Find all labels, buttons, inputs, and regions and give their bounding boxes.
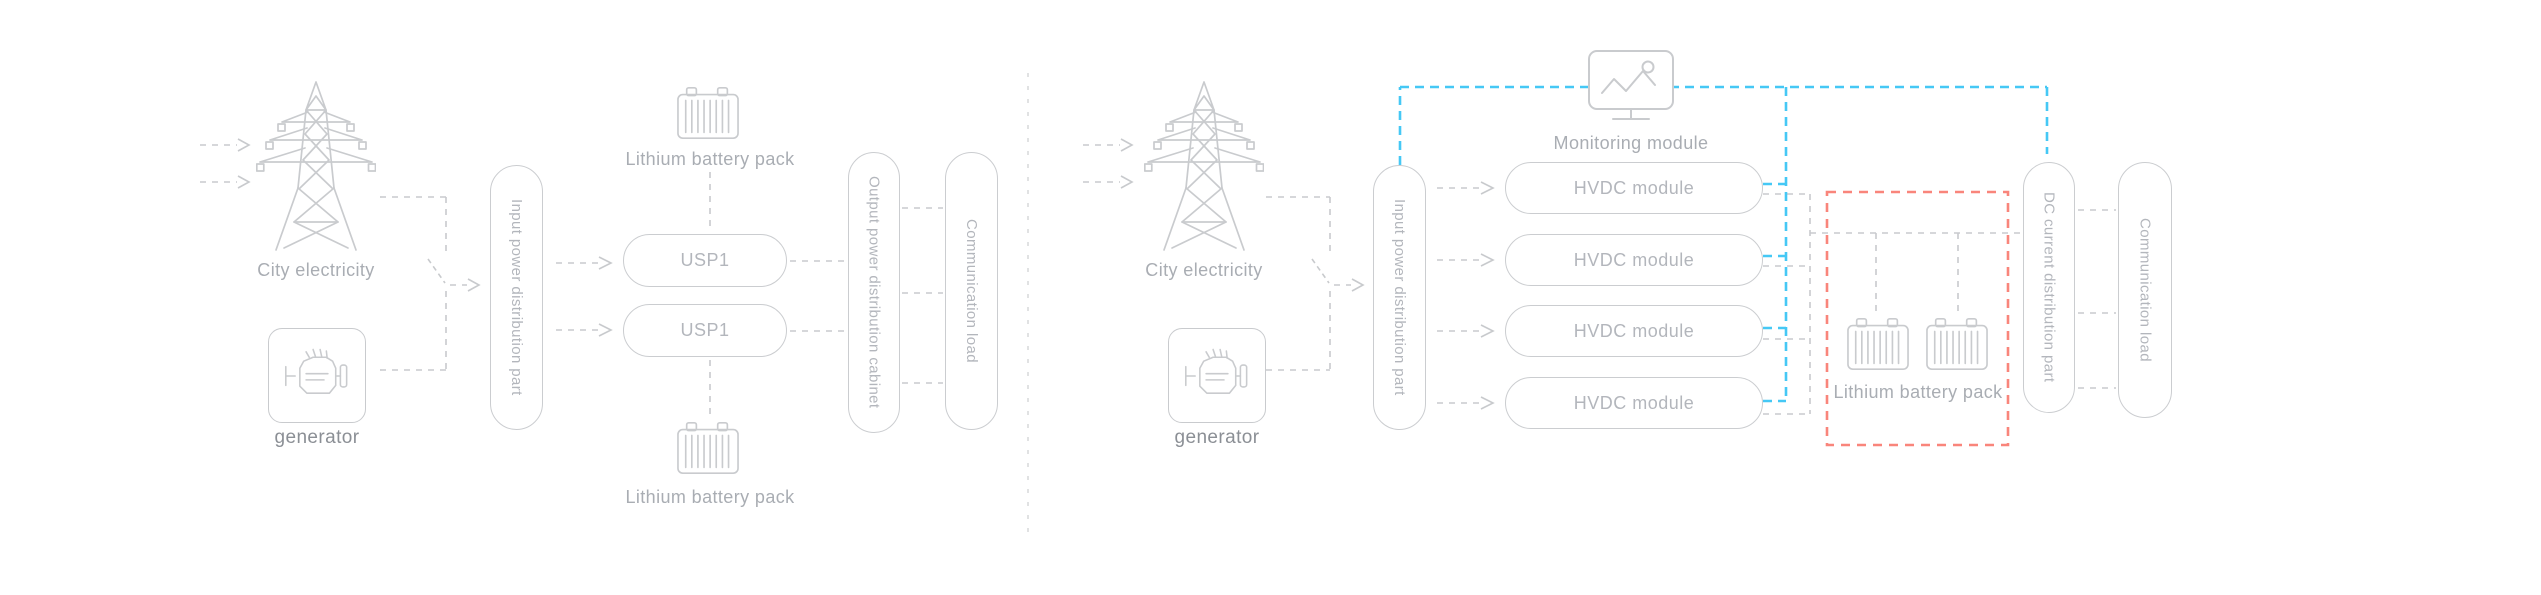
right-switch-blade xyxy=(1311,258,1330,284)
city-electricity-label: City electricity xyxy=(1145,260,1263,280)
lithium-battery-icon xyxy=(1926,317,1988,371)
generator-icon-box xyxy=(1168,328,1266,423)
left-input-to-ups-arrows xyxy=(556,256,613,337)
lithium-battery-icon xyxy=(1847,317,1909,371)
right-grid-input-arrows xyxy=(1083,138,1134,189)
lithium-battery-pack-label: Lithium battery pack xyxy=(1833,382,2003,402)
generator-icon-box xyxy=(268,328,366,423)
transmission-tower-icon xyxy=(256,76,376,256)
communication-load-label: Communication load xyxy=(963,219,980,363)
dc-current-distribution-label: DC current distribution part xyxy=(2040,192,2058,383)
hvdc-module-2-label: HVDC module xyxy=(1573,249,1695,270)
input-power-distribution-label: Input power distribution part xyxy=(1391,199,1408,396)
hvdc-module-4-label: HVDC module xyxy=(1573,392,1695,413)
ups-module-2: USP1 xyxy=(623,304,787,357)
left-city-generator-to-input-connector xyxy=(380,196,481,371)
ups-module-1-label: USP1 xyxy=(680,250,730,270)
output-power-distribution-pill: Output power distribution cabinet xyxy=(848,152,900,433)
lithium-battery-top-label: Lithium battery pack xyxy=(625,149,795,169)
output-power-distribution-label: Output power distribution cabinet xyxy=(865,176,883,409)
lithium-battery-icon xyxy=(677,421,739,475)
monitoring-bus-blue xyxy=(1398,85,2049,403)
ups-module-2-label: USP1 xyxy=(680,320,730,340)
left-grid-input-arrows xyxy=(200,138,251,189)
battery-zone-red-box xyxy=(1825,190,2010,447)
engine-icon xyxy=(1178,337,1256,415)
communication-load-pill: Communication load xyxy=(2118,162,2172,418)
engine-icon xyxy=(278,337,356,415)
ups-module-1: USP1 xyxy=(623,234,787,287)
hvdc-module-3-label: HVDC module xyxy=(1573,320,1695,341)
hvdc-module-1: HVDC module xyxy=(1505,162,1763,214)
hvdc-module-2: HVDC module xyxy=(1505,234,1763,286)
left-ups-to-output-links xyxy=(790,260,846,332)
hvdc-module-4: HVDC module xyxy=(1505,377,1763,429)
left-output-to-comm-links xyxy=(902,207,943,384)
city-electricity-label: City electricity xyxy=(257,260,375,280)
input-power-distribution-pill: Input power distribution part xyxy=(490,165,543,430)
monitoring-module-label: Monitoring module xyxy=(1553,133,1709,153)
transmission-tower-icon xyxy=(1144,76,1264,256)
right-input-to-hvdc-arrows xyxy=(1437,181,1495,410)
hvdc-module-3: HVDC module xyxy=(1505,305,1763,357)
input-power-distribution-label: Input power distribution part xyxy=(508,199,525,396)
hvdc-dc-power-bus xyxy=(1763,193,2020,415)
left-switch-blade xyxy=(427,258,446,284)
hvdc-module-1-label: HVDC module xyxy=(1573,177,1695,198)
lithium-battery-icon xyxy=(677,86,739,140)
monitor-icon xyxy=(1586,49,1676,123)
generator-label: generator xyxy=(1174,427,1260,448)
lithium-battery-bottom-label: Lithium battery pack xyxy=(625,487,795,507)
right-dc-to-comm-links xyxy=(2078,209,2116,389)
generator-label: generator xyxy=(274,427,360,448)
communication-load-pill: Communication load xyxy=(945,152,998,430)
right-city-generator-to-input-connector xyxy=(1266,196,1365,371)
dc-current-distribution-pill: DC current distribution part xyxy=(2023,162,2075,413)
input-power-distribution-pill: Input power distribution part xyxy=(1373,165,1426,430)
communication-load-label: Communication load xyxy=(2136,218,2154,362)
